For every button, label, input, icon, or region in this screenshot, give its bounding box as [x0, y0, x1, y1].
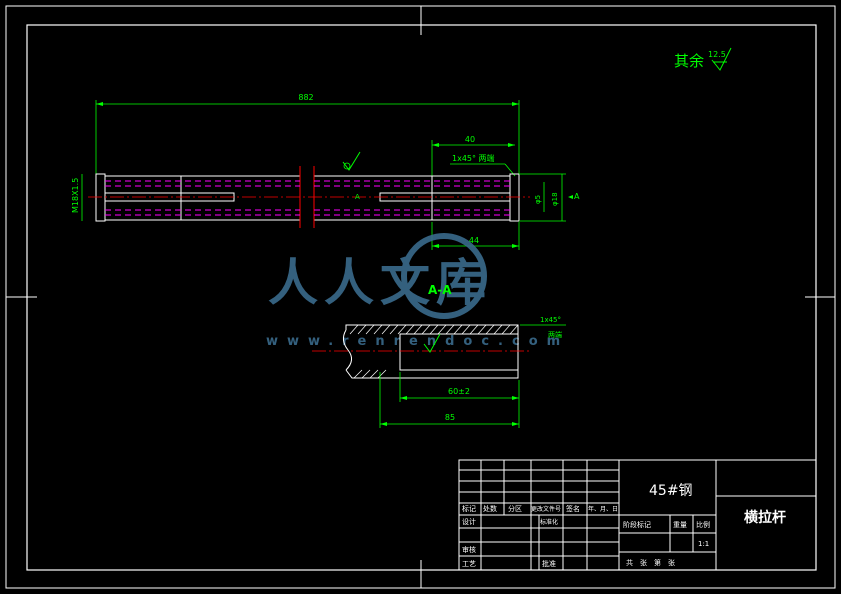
part-name: 横拉杆 [744, 509, 786, 526]
roughness-prefix: 其余 [674, 52, 704, 70]
row-standard: 标准化 [540, 518, 558, 526]
row-process: 工艺 [462, 560, 476, 568]
sheets-label: 共 张 第 张 [626, 558, 675, 567]
total-length-label: 882 [298, 93, 313, 102]
watermark-text: 人人文库 [268, 253, 492, 312]
watermark: 人人文库 www.renrendoc.com [266, 233, 569, 349]
row-approve: 批准 [542, 559, 556, 568]
weight-label: 重量 [673, 521, 687, 529]
rev-header-1: 处数 [483, 504, 497, 513]
centering-marks [6, 6, 835, 588]
section-view: A-A 1x45° 两端 [312, 283, 566, 428]
end-length-top: 40 [465, 135, 475, 144]
row-review: 审核 [462, 545, 476, 554]
thread-label: M18X1.5 [71, 178, 80, 213]
title-block [458, 459, 817, 571]
stage-mark: 阶段标记 [623, 520, 651, 529]
diameter-b: φ5 [534, 195, 542, 204]
watermark-url: www.renrendoc.com [266, 334, 569, 349]
row-design: 设计 [462, 517, 476, 526]
rev-header-4: 签名 [566, 504, 580, 513]
chamfer-note: 1x45° 两端 [452, 153, 495, 163]
roughness-value: 12.5 [708, 50, 726, 59]
shaft-view: 882 40 1x45° 两端 [71, 93, 580, 250]
end-length-bottom: 44 [469, 236, 479, 245]
section-dim-inner: 60±2 [448, 387, 470, 396]
section-dim-outer: 85 [445, 413, 455, 422]
rev-header-3: 更改文件号 [531, 505, 561, 513]
rev-header-2: 分区 [508, 504, 522, 513]
section-chamfer-note: 两端 [548, 330, 562, 339]
ratio-label: 比例 [696, 520, 710, 529]
rev-header-0: 标记 [462, 504, 476, 513]
diameter-a: φ18 [551, 192, 559, 206]
rev-header-5: 年、月、日 [588, 505, 618, 513]
material-label: 45#钢 [649, 483, 693, 499]
section-mark-left: A [355, 193, 360, 201]
scale-value: 1:1 [698, 540, 709, 548]
section-mark-right: A [574, 192, 580, 201]
section-chamfer: 1x45° [540, 316, 561, 324]
section-title: A-A [428, 283, 452, 297]
title-block-text: 标记 处数 分区 更改文件号 签名 年、月、日 设计 标准化 审核 工艺 批准 … [462, 483, 786, 568]
roughness-symbol [711, 47, 732, 71]
